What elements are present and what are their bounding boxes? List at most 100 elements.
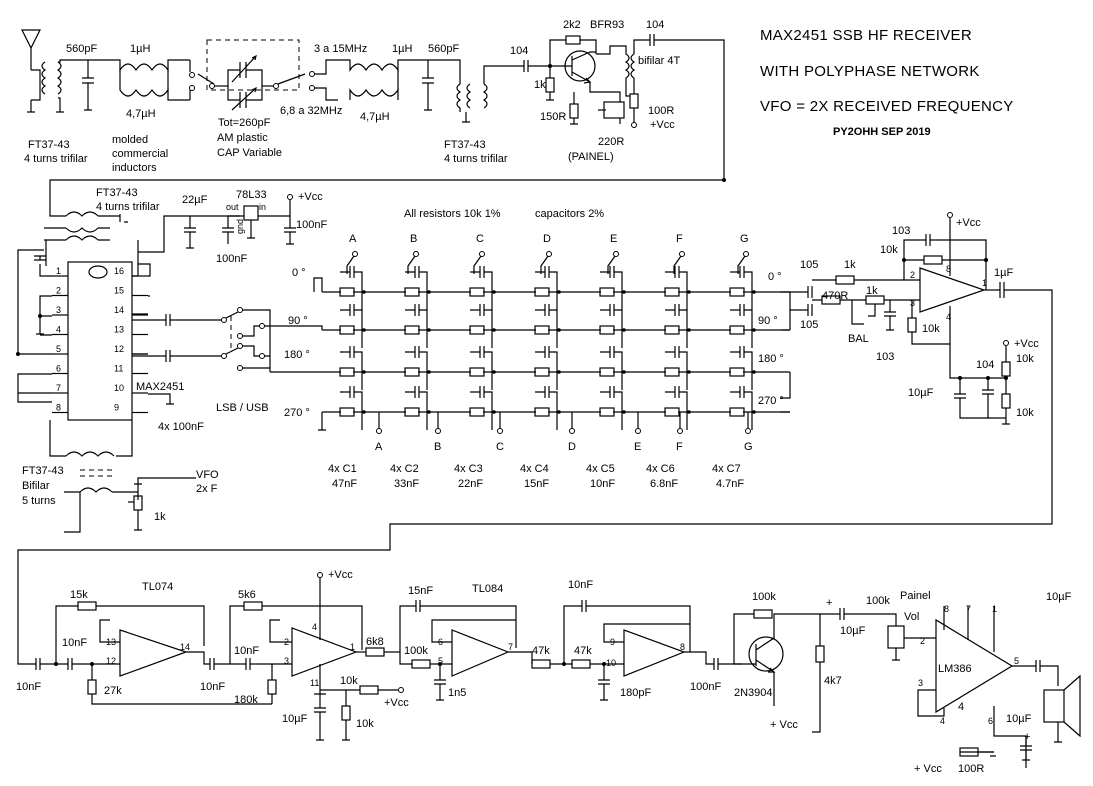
cap-group-name: 4x C3 [454, 463, 483, 475]
c10n-a-label: 10nF [16, 681, 41, 693]
summer-feedback [902, 234, 988, 290]
pin2-label: 2 [910, 270, 915, 280]
plus-2-label: + [1024, 731, 1030, 743]
cap-group-name: 4x C6 [646, 463, 675, 475]
pin4-a-label: 4 [312, 622, 317, 632]
speaker-icon [1043, 674, 1081, 738]
polyphase-node-top-label: E [610, 233, 617, 245]
c10u-out-label: 10µF [1046, 591, 1072, 603]
band-switch-1 [189, 60, 228, 100]
r6k8-label: 6k8 [366, 636, 384, 648]
audio-stage-4 [562, 600, 746, 701]
audio-stage-2 [229, 578, 400, 741]
audio-stage-1 [35, 601, 272, 705]
pin7-label: 7 [508, 642, 513, 652]
pin5-label: 5 [438, 656, 443, 666]
l1u-label-2: 1µH [392, 43, 412, 55]
phase-input-label: 270 ° [284, 407, 310, 419]
vcc-b-label: +Vcc [384, 697, 409, 709]
c100n-label-a: 100nF [216, 253, 247, 265]
vcc-d-label: + Vcc [914, 763, 942, 775]
summer-wire-b [789, 299, 822, 330]
ic-pin-left-label: 4 [56, 325, 61, 335]
lm386-pin3: 3 [918, 678, 923, 688]
cap-group-value: 33nF [394, 478, 419, 490]
vcc-label-mixer: +Vcc [298, 191, 323, 203]
ic-pin-right-label: 11 [114, 364, 123, 374]
pin9-label: 9 [610, 637, 615, 647]
input-transformer [27, 59, 110, 113]
c10n-b-label: 10nF [62, 637, 87, 649]
r1k-label: 1k [534, 79, 546, 91]
reg-in-label: in [259, 202, 266, 212]
ic-pin-left-label: 6 [56, 364, 61, 374]
ft-in-label-1: FT37-43 [28, 139, 70, 151]
pin2-a-label: 2 [284, 637, 289, 647]
polyphase-rows [310, 266, 791, 431]
pot1k-vfo-label: 1k [154, 511, 166, 523]
capacitor-note: capacitors 2% [535, 208, 604, 220]
q-2n3904-label: 2N3904 [734, 687, 773, 699]
lsb-usb-label: LSB / USB [216, 402, 269, 414]
vcc-summer-label: +Vcc [956, 217, 981, 229]
cap-group-name: 4x C5 [586, 463, 615, 475]
vfo-2x-label: 2x F [196, 483, 218, 495]
ic-pin-right-label: 12 [114, 344, 124, 354]
r180k-label: 180k [234, 694, 258, 706]
antenna-icon [21, 29, 41, 70]
title-line-3: VFO = 2X RECEIVED FREQUENCY [760, 98, 1014, 115]
cap-group-value: 47nF [332, 478, 357, 490]
tl074-label: TL074 [142, 581, 173, 593]
bifilar-label: bifilar 4T [638, 55, 680, 67]
r220-label: 220R [598, 136, 624, 148]
l1u-label-1: 1µH [130, 43, 150, 55]
pin13-label: 13 [106, 637, 116, 647]
title-block: MAX2451 SSB HF RECEIVER WITH POLYPHASE N… [760, 27, 1014, 138]
phase-input-label: 0 ° [292, 267, 306, 279]
polyphase-node-bottom-label: A [375, 441, 383, 453]
pin4-label: 4 [946, 312, 951, 322]
max2451-label: MAX2451 [136, 381, 184, 393]
ic-pin-left-label: 8 [56, 403, 61, 413]
ic-pin-right-label: 10 [114, 383, 124, 393]
max2451-ic [67, 261, 133, 421]
cap-group-name: 4x C4 [520, 463, 549, 475]
ic-pin-left-label: 7 [56, 383, 61, 393]
r100k-b-label: 100k [752, 591, 776, 603]
ic-pin-left-label: 2 [56, 286, 61, 296]
rf-to-mixer-wire [49, 179, 724, 210]
phase-output-label: 0 ° [768, 271, 782, 283]
vcc-c-label: + Vcc [770, 719, 798, 731]
c180p-label: 180pF [620, 687, 651, 699]
cap-group-name: 4x C1 [328, 463, 357, 475]
c100n-label: 100nF [690, 681, 721, 693]
pin12-label: 12 [106, 656, 116, 666]
ic-pin-left-label: 1 [56, 266, 61, 276]
transistor-bfr93-icon [550, 50, 600, 93]
lm386-pin1: 1 [992, 604, 997, 614]
polyphase-node-top-label: B [410, 233, 417, 245]
mixer-input-transformer [44, 210, 128, 241]
band-label-1: 3 a 15MHz [314, 43, 367, 55]
c100n-label-b: 100nF [296, 219, 327, 231]
ic-pin-left-label: 3 [56, 305, 61, 315]
molded-label-3: inductors [112, 162, 157, 174]
pin8-a-label: 8 [680, 642, 685, 652]
c10u-bias-label: 10µF [908, 387, 934, 399]
pin11-label: 11 [310, 678, 319, 688]
polyphase-node-bottom-label: G [744, 441, 753, 453]
tl084-label: TL084 [472, 583, 503, 595]
capacitor-104-input [520, 60, 550, 72]
plus-1-label: + [826, 597, 832, 609]
r47k-a-label: 47k [532, 645, 550, 657]
interstage-transformer [440, 59, 520, 123]
title-line-1: MAX2451 SSB HF RECEIVER [760, 27, 972, 44]
c105a-label: 105 [800, 259, 818, 271]
ic-pin-right-label: 9 [114, 403, 119, 413]
polyphase-phase-inputs: 0 °90 °180 °270 ° [284, 267, 310, 419]
supply-regulator [132, 194, 296, 277]
pin8-label: 8 [946, 264, 951, 274]
cap-group-value: 6.8nF [650, 478, 678, 490]
